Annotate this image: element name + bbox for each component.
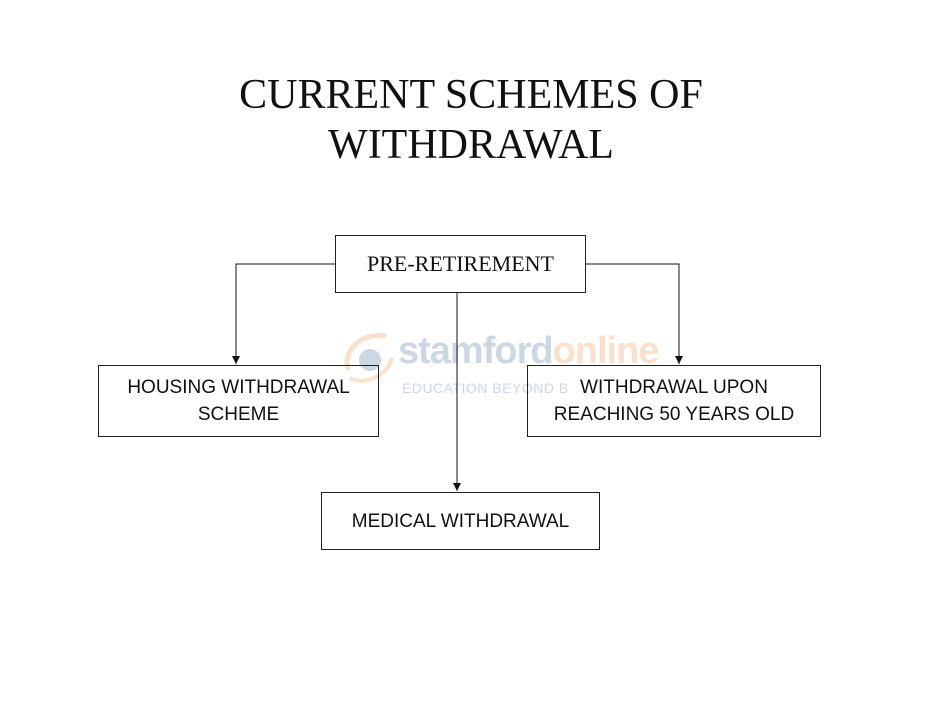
- node-housing-line-2: SCHEME: [197, 404, 280, 425]
- title-line-1: CURRENT SCHEMES OF: [239, 72, 703, 118]
- node-medical-label: MEDICAL WITHDRAWAL: [351, 510, 570, 532]
- node-medical-withdrawal: MEDICAL WITHDRAWAL: [321, 492, 600, 550]
- title-line-2: WITHDRAWAL: [328, 122, 614, 168]
- node-pre-retirement-label: PRE-RETIREMENT: [367, 251, 554, 276]
- page-title: CURRENT SCHEMES OF WITHDRAWAL: [0, 70, 942, 170]
- node-withdrawal-at-fifty: WITHDRAWAL UPON REACHING 50 YEARS OLD: [527, 365, 821, 437]
- node-fifty-line-2: REACHING 50 YEARS OLD: [553, 404, 795, 425]
- node-housing-withdrawal: HOUSING WITHDRAWAL SCHEME: [98, 365, 379, 437]
- edge-pre-to-housing: [232, 263, 335, 364]
- node-fifty-line-1: WITHDRAWAL UPON: [580, 377, 768, 398]
- node-housing-line-1: HOUSING WITHDRAWAL: [127, 377, 350, 398]
- node-pre-retirement: PRE-RETIREMENT: [335, 235, 586, 293]
- watermark-tagline: EDUCATION BEYOND B: [402, 380, 569, 396]
